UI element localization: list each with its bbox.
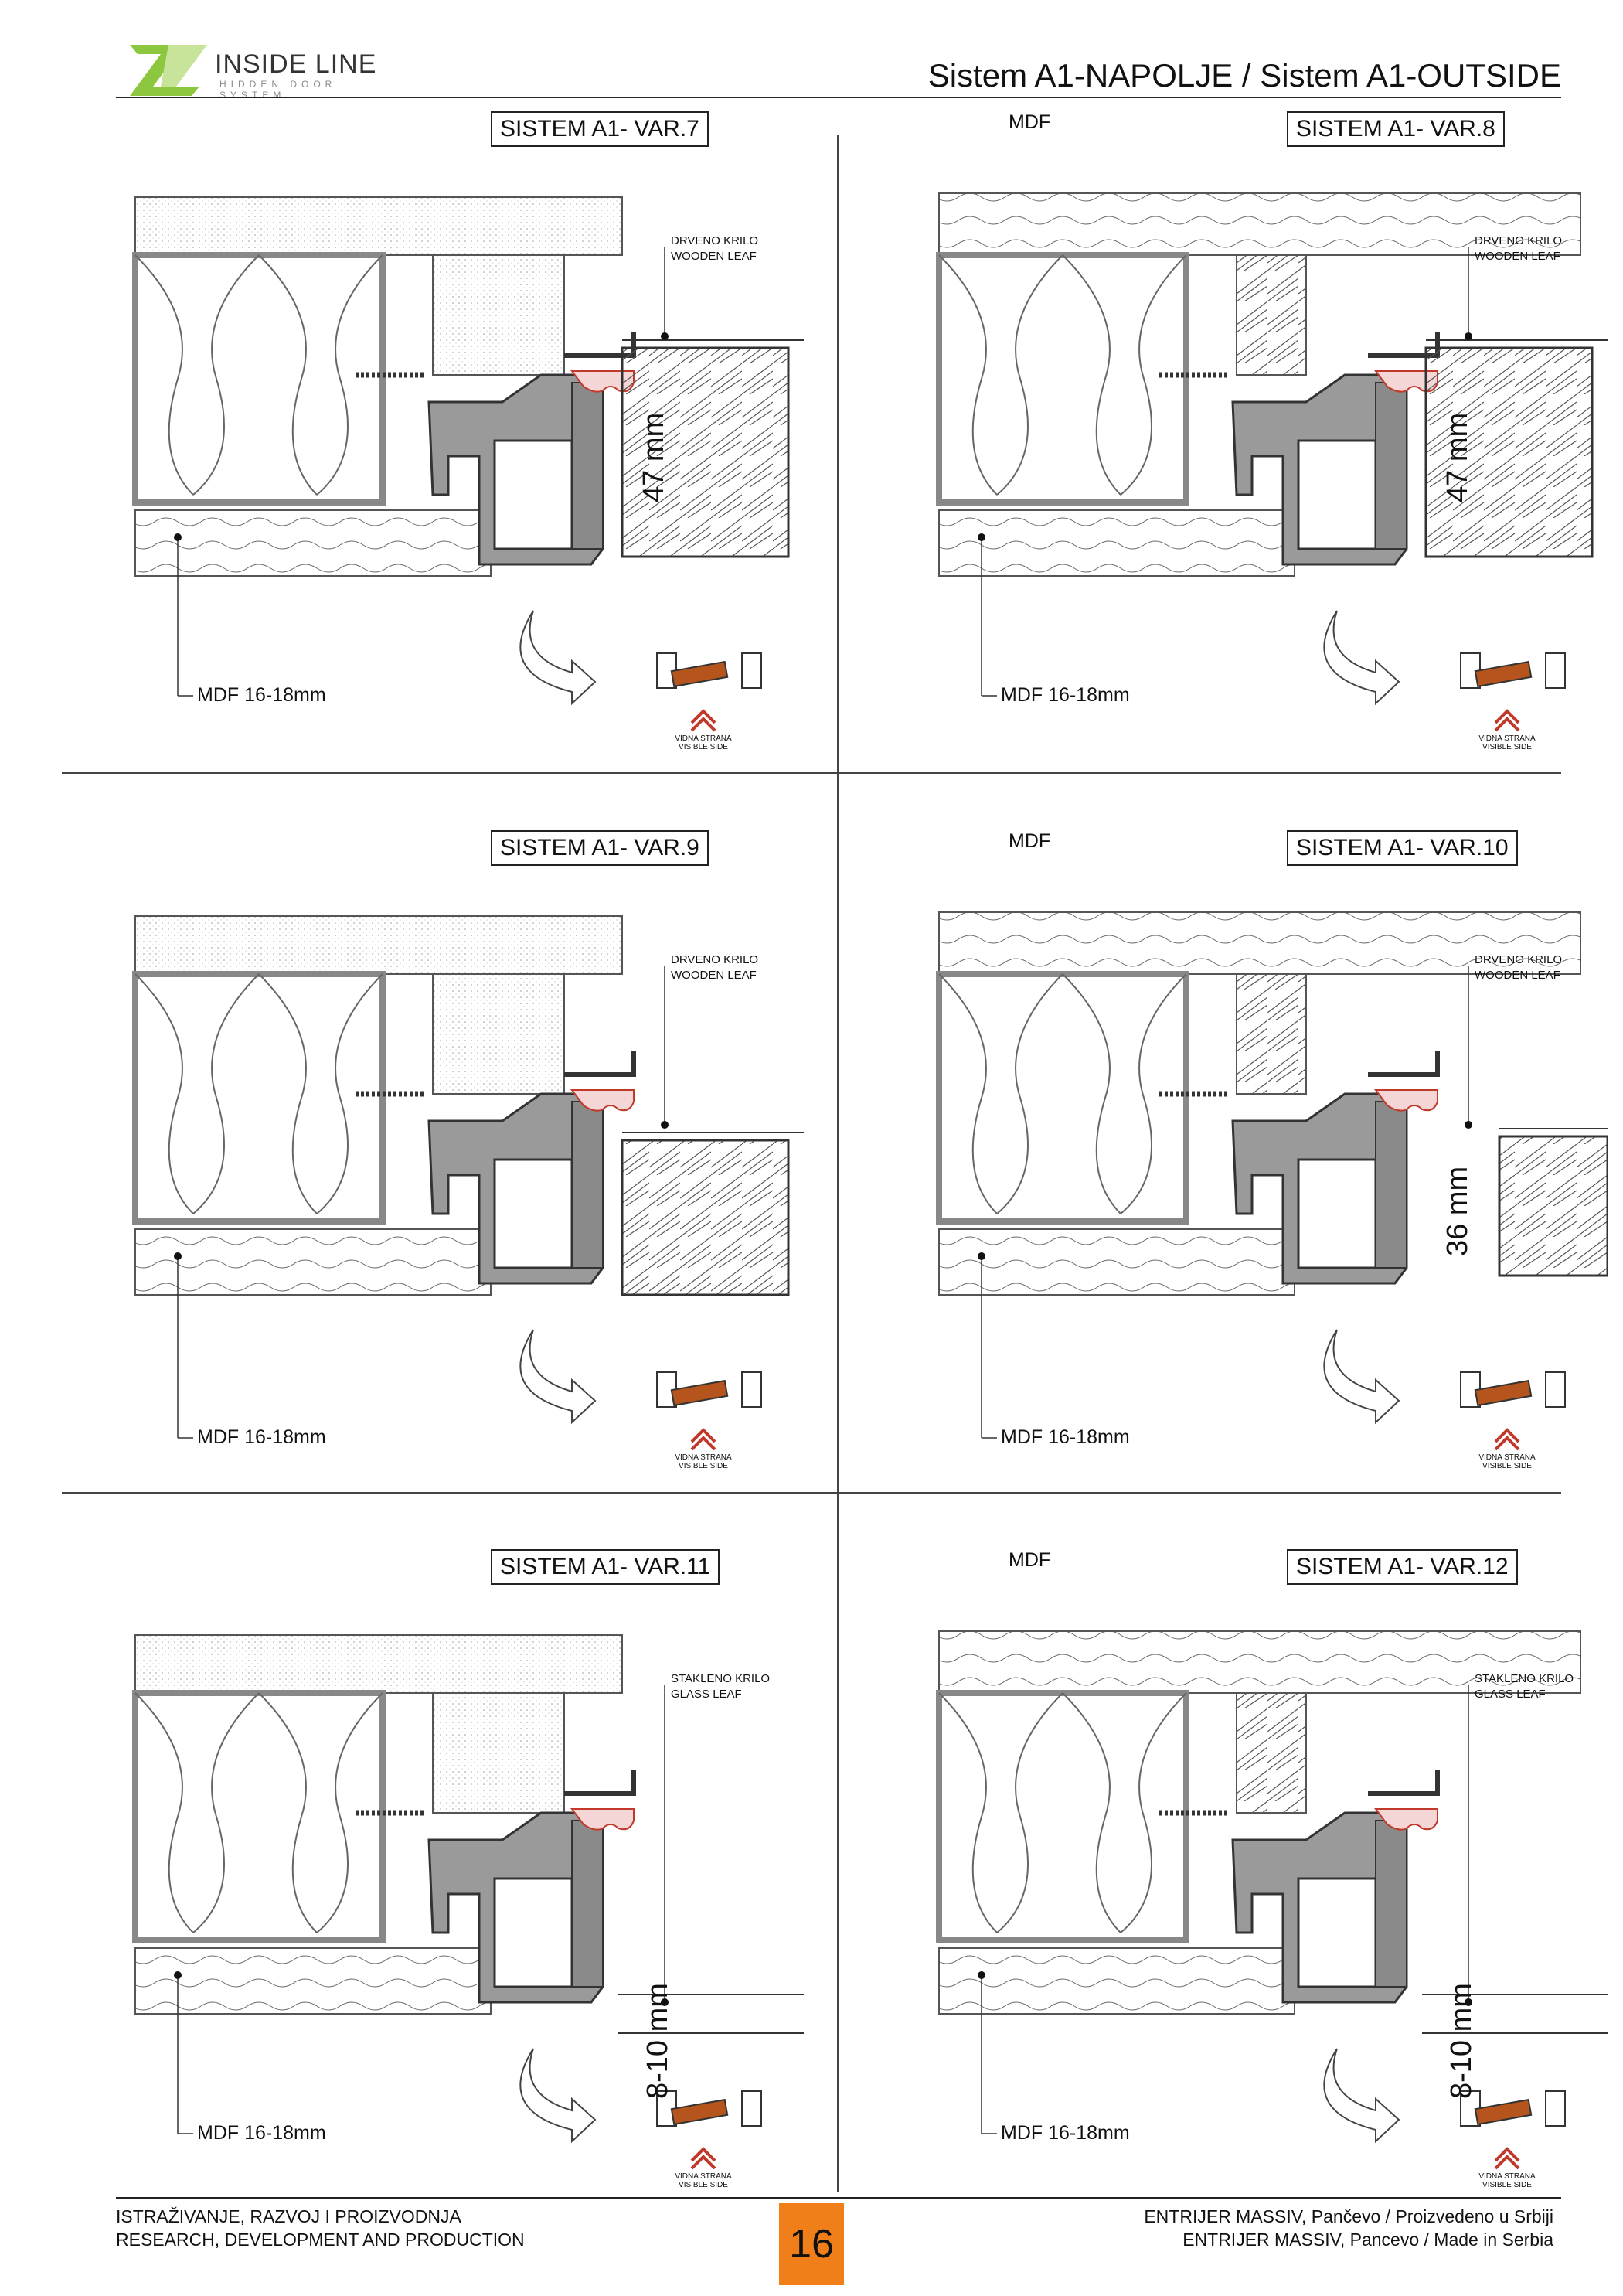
leaf-label: STAKLENO KRILO GLASS LEAF [671,1671,770,1702]
footer-left-line1: ISTRAŽIVANJE, RAZVOJ I PROIZVODNJA [116,2206,461,2226]
variant-title: SISTEM A1- VAR.12 [1287,1549,1518,1585]
dimension-label: 36 mm [1441,1166,1474,1256]
variant-title: SISTEM A1- VAR.11 [491,1549,720,1585]
logo-text: INSIDE LINE [215,49,377,79]
variant-title: SISTEM A1- VAR.7 [491,111,709,147]
leaf-label-line2: GLASS LEAF [671,1688,742,1701]
section-drawing [132,1634,804,2170]
detail-panel: SISTEM A1- VAR.12 MDF STAKLENO KRILO GLASS … [866,1549,1608,2250]
visible-side-line1: VIDNA STRANA [1478,734,1536,743]
section-drawing [936,1630,1608,2170]
visible-side-line2: VISIBLE SIDE [1482,743,1532,751]
detail-panel: SISTEM A1- VAR.8 MDF DRVENO KRILO WOODEN LE… [866,111,1608,812]
section-drawing [132,196,804,732]
leaf-label-line1: STAKLENO KRILO [671,1672,771,1685]
visible-side-line2: VISIBLE SIDE [679,743,728,751]
visible-side-line1: VIDNA STRANA [675,2172,732,2181]
visible-side-line1: VIDNA STRANA [1478,2172,1536,2181]
footer-right-line2: ENTRIJER MASSIV, Pancevo / Made in Serbi… [1182,2230,1553,2250]
mdf-thickness-label: MDF 16-18mm [1001,684,1130,706]
mdf-thickness-label: MDF 16-18mm [197,684,326,706]
leaf-label: DRVENO KRILO WOODEN LEAF [671,233,758,264]
dimension-label: 47 mm [638,412,670,502]
leaf-label: DRVENO KRILO WOODEN LEAF [1475,233,1562,264]
dimension-label: 47 mm [1441,412,1474,502]
page-title: Sistem A1-NAPOLJE / Sistem A1-OUTSIDE [927,57,1561,94]
visible-side-line1: VIDNA STRANA [675,1453,732,1462]
leaf-label-line1: DRVENO KRILO [1475,234,1563,247]
dimension-label: 8-10 mm [641,1983,674,2099]
visible-side-line2: VISIBLE SIDE [1482,2181,1532,2189]
mdf-thickness-label: MDF 16-18mm [1001,1426,1130,1448]
visible-side-line2: VISIBLE SIDE [679,2181,728,2189]
mdf-thickness-label: MDF 16-18mm [197,2122,326,2144]
section-drawing [936,911,1608,1451]
top-mdf-label: MDF [1009,1549,1051,1571]
leaf-label-line2: WOODEN LEAF [1475,969,1560,982]
logo-icon [130,45,207,96]
leaf-label: STAKLENO KRILO GLASS LEAF [1475,1671,1574,1702]
leaf-label-line1: DRVENO KRILO [671,953,759,966]
visible-side-line1: VIDNA STRANA [675,734,732,743]
variant-title: SISTEM A1- VAR.10 [1287,830,1518,866]
leaf-label-line1: DRVENO KRILO [671,234,759,247]
leaf-label-line2: WOODEN LEAF [671,969,757,982]
mdf-thickness-label: MDF 16-18mm [1001,2122,1130,2144]
footer-right: ENTRIJER MASSIV, Pančevo / Proizvedeno u… [1144,2205,1553,2251]
footer-divider [116,2197,1561,2199]
vertical-divider [837,135,839,2192]
header-divider [116,97,1561,98]
row-divider-2 [62,1492,1561,1494]
top-mdf-label: MDF [1009,830,1051,852]
leaf-label-line1: DRVENO KRILO [1475,953,1563,966]
footer-left-line2: RESEARCH, DEVELOPMENT AND PRODUCTION [116,2230,525,2250]
variant-title: SISTEM A1- VAR.9 [491,830,709,866]
leaf-label-line2: WOODEN LEAF [671,250,757,263]
leaf-label-line2: GLASS LEAF [1475,1688,1546,1701]
leaf-label-line1: STAKLENO KRILO [1475,1672,1574,1685]
section-drawing [132,915,804,1451]
brand-logo: INSIDE LINE HIDDEN DOOR SYSTEM [130,39,408,100]
visible-side-line2: VISIBLE SIDE [679,1462,728,1470]
section-drawing [936,192,1608,732]
visible-side-line2: VISIBLE SIDE [1482,1462,1532,1470]
leaf-label: DRVENO KRILO WOODEN LEAF [1475,952,1562,983]
mdf-thickness-label: MDF 16-18mm [197,1426,326,1448]
footer-left: ISTRAŽIVANJE, RAZVOJ I PROIZVODNJA RESEA… [116,2205,525,2251]
leaf-label: DRVENO KRILO WOODEN LEAF [671,952,758,983]
visible-side-line1: VIDNA STRANA [1478,1453,1536,1462]
variant-title: SISTEM A1- VAR.8 [1287,111,1505,147]
top-mdf-label: MDF [1009,111,1051,133]
dimension-label: 8-10 mm [1445,1983,1478,2099]
detail-panel: SISTEM A1- VAR.10 MDF DRVENO KRILO WOODEN L… [866,830,1608,1531]
leaf-label-line2: WOODEN LEAF [1475,250,1560,263]
footer-right-line1: ENTRIJER MASSIV, Pančevo / Proizvedeno u… [1144,2206,1553,2226]
row-divider-1 [62,772,1561,774]
page-number: 16 [779,2203,844,2285]
